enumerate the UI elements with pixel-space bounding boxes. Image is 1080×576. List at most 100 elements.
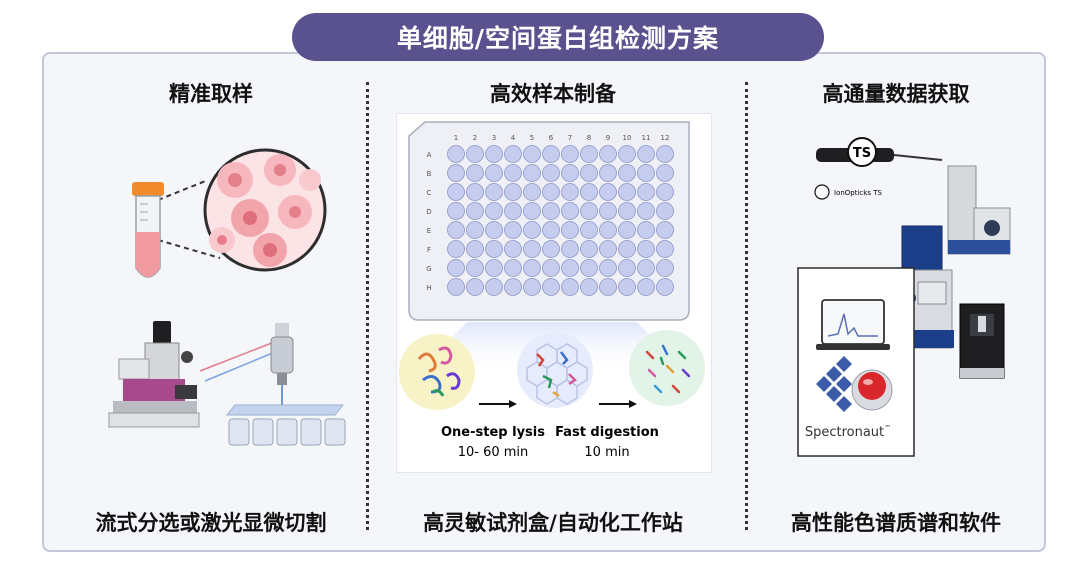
plate-well xyxy=(656,278,674,296)
column-divider-left xyxy=(366,82,369,530)
plate-well xyxy=(542,221,560,239)
plate-well xyxy=(637,259,655,277)
plate-well xyxy=(523,221,541,239)
plate-well xyxy=(523,164,541,182)
chromatography-tower-icon xyxy=(959,303,1005,379)
plate-well xyxy=(618,202,636,220)
plate-column-label: 6 xyxy=(549,134,554,142)
column-footer-data-acquisition: 高性能色谱质谱和软件 xyxy=(791,511,1001,535)
intact-cells-icon xyxy=(399,334,475,410)
plate-well xyxy=(618,145,636,163)
step2-time: 10 min xyxy=(584,445,629,460)
plate-well xyxy=(523,183,541,201)
plate-well xyxy=(485,164,503,182)
plate-well xyxy=(599,145,617,163)
plate-well xyxy=(561,183,579,201)
plate-well xyxy=(523,278,541,296)
plate-well xyxy=(637,240,655,258)
plate-well xyxy=(447,278,465,296)
plate-wells xyxy=(447,145,674,296)
plate-well xyxy=(637,202,655,220)
plate-well xyxy=(656,202,674,220)
plate-well xyxy=(580,259,598,277)
plate-well xyxy=(485,259,503,277)
plate-well xyxy=(447,240,465,258)
plate-well xyxy=(504,278,522,296)
plate-column-label: 10 xyxy=(623,134,632,142)
plate-well xyxy=(485,145,503,163)
plate-row-label: E xyxy=(427,227,431,235)
plate-well xyxy=(466,164,484,182)
lysed-cells-icon xyxy=(517,332,593,408)
plate-well xyxy=(580,145,598,163)
plate-well xyxy=(656,164,674,182)
plate-well xyxy=(466,259,484,277)
plate-well xyxy=(561,240,579,258)
plate-well xyxy=(599,240,617,258)
plate-column-label: 8 xyxy=(587,134,591,142)
plate-well xyxy=(599,183,617,201)
cell-cluster xyxy=(209,154,321,267)
plate-well xyxy=(504,240,522,258)
plate-well xyxy=(504,202,522,220)
plate-well xyxy=(504,164,522,182)
plate-well xyxy=(504,259,522,277)
flow-microscope-icon xyxy=(108,321,200,428)
plate-well xyxy=(542,145,560,163)
plate-well xyxy=(656,221,674,239)
plate-column-label: 12 xyxy=(661,134,670,142)
plate-well xyxy=(618,278,636,296)
tube-and-cells-illustration xyxy=(132,148,327,278)
spectronaut-logo-icon xyxy=(816,356,893,412)
plate-well xyxy=(447,183,465,201)
plate-column-label: 11 xyxy=(642,134,651,142)
plate-well xyxy=(618,240,636,258)
plate-well xyxy=(637,164,655,182)
plate-well xyxy=(485,202,503,220)
plate-well xyxy=(637,145,655,163)
plate-well xyxy=(542,202,560,220)
plate-well xyxy=(599,221,617,239)
plate-well xyxy=(580,202,598,220)
plate-well xyxy=(485,240,503,258)
source-brand: IonOpticks TS xyxy=(834,189,882,197)
plate-column-label: 4 xyxy=(511,134,516,142)
plate-well xyxy=(542,278,560,296)
plate-well xyxy=(542,259,560,277)
plate-well xyxy=(656,259,674,277)
plate-row-label: B xyxy=(427,170,432,178)
plate-well xyxy=(599,164,617,182)
plate-well xyxy=(618,221,636,239)
plate-well xyxy=(466,202,484,220)
plate-well xyxy=(580,164,598,182)
banner-title: 单细胞/空间蛋白组检测方案 xyxy=(292,13,824,61)
plate-column-label: 7 xyxy=(568,134,572,142)
plate-well xyxy=(561,278,579,296)
column-title-data-acquisition: 高通量数据获取 xyxy=(822,82,970,106)
plate-well xyxy=(466,145,484,163)
plate-well xyxy=(523,259,541,277)
plate-well xyxy=(618,183,636,201)
plate-well xyxy=(637,278,655,296)
plate-well xyxy=(466,183,484,201)
plate-row-label: H xyxy=(426,284,431,292)
plate-column-label: 1 xyxy=(454,134,458,142)
plate-well xyxy=(504,183,522,201)
plate-well xyxy=(523,240,541,258)
plate-well xyxy=(561,145,579,163)
plate-well xyxy=(447,202,465,220)
step1-time: 10- 60 min xyxy=(458,445,529,460)
plate-well xyxy=(466,221,484,239)
plate-well xyxy=(561,202,579,220)
plate-row-label: F xyxy=(427,246,431,254)
plate-well xyxy=(637,183,655,201)
plate-well xyxy=(656,240,674,258)
column-title-sample-prep: 高效样本制备 xyxy=(490,82,616,106)
step2-label: Fast digestion xyxy=(555,425,659,440)
laptop-icon xyxy=(816,299,890,350)
plate-well xyxy=(618,164,636,182)
plate-well xyxy=(485,221,503,239)
